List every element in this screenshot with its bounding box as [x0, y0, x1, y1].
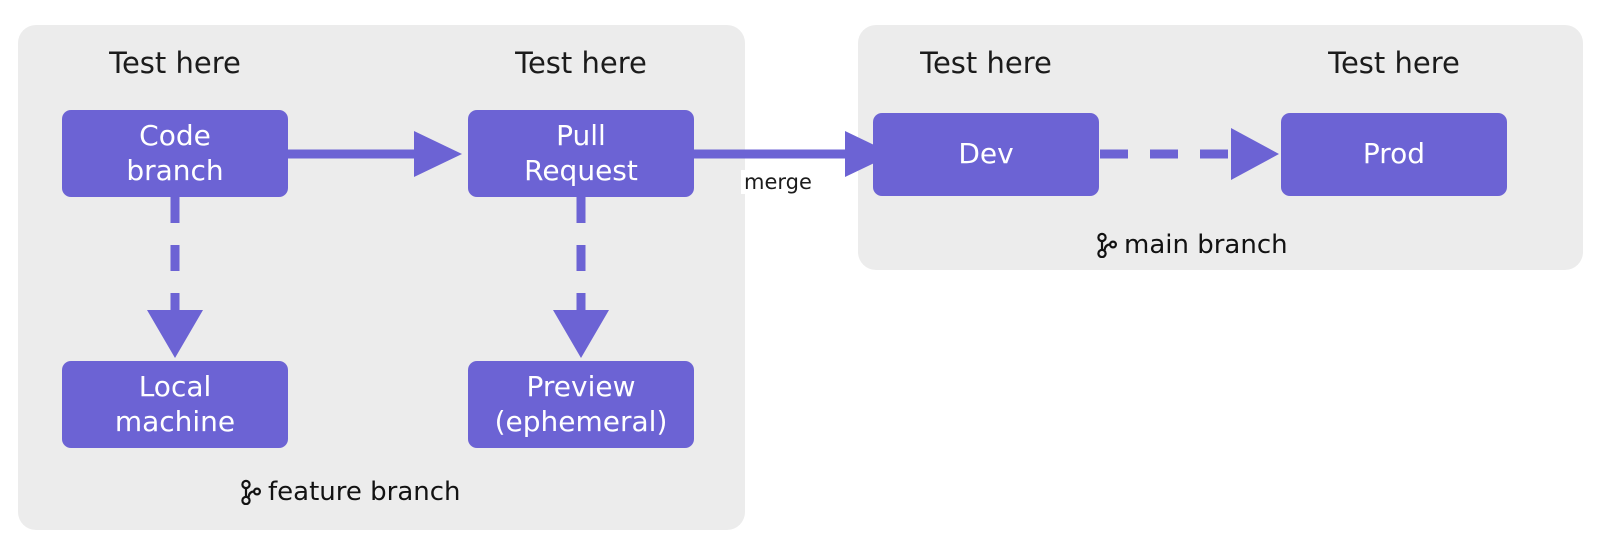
- node-code-branch[interactable]: Code branch: [62, 110, 288, 197]
- node-local-machine[interactable]: Local machine: [62, 361, 288, 448]
- branch-label-feature: feature branch: [240, 477, 461, 507]
- branch-label-main: main branch: [1096, 230, 1288, 260]
- caption-dev: Test here: [920, 46, 1052, 80]
- caption-prod: Test here: [1328, 46, 1460, 80]
- node-prod[interactable]: Prod: [1281, 113, 1507, 196]
- git-branch-icon: [1096, 232, 1118, 259]
- caption-pull-request: Test here: [515, 46, 647, 80]
- branch-label-feature-text: feature branch: [268, 477, 461, 507]
- node-preview-ephemeral[interactable]: Preview (ephemeral): [468, 361, 694, 448]
- edge-label-merge: merge: [741, 170, 815, 194]
- group-panel-feature-branch: [18, 25, 745, 530]
- git-branch-icon: [240, 479, 262, 506]
- node-pull-request[interactable]: Pull Request: [468, 110, 694, 197]
- caption-code-branch: Test here: [109, 46, 241, 80]
- branch-label-main-text: main branch: [1124, 230, 1288, 260]
- node-dev[interactable]: Dev: [873, 113, 1099, 196]
